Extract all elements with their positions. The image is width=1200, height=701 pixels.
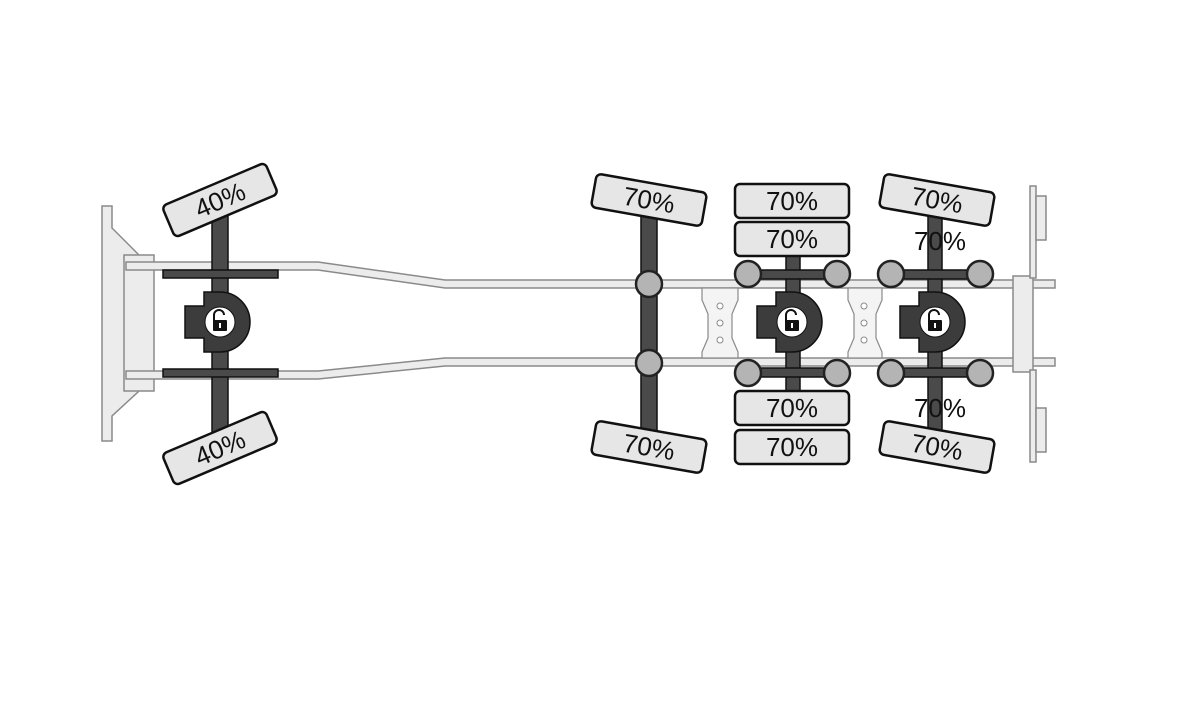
axle-4-tire-right-inner-label: 70% xyxy=(914,393,966,423)
axle-2-hub-top xyxy=(634,269,664,299)
axle-1-lock-icon xyxy=(204,306,236,338)
axle-3-tire-right-inner: 70% xyxy=(733,389,851,427)
cross-member-hole xyxy=(860,336,868,344)
axle-2-hub-bottom xyxy=(634,348,664,378)
axle-4-lock-icon xyxy=(919,306,951,338)
axle-3-tire-left-outer: 70% xyxy=(733,182,851,220)
chassis-frame xyxy=(101,185,1056,463)
axle-3-hub-bottom-right xyxy=(822,358,852,388)
tire-load-label: 70% xyxy=(766,224,818,254)
rear-bumper-bottom xyxy=(1029,369,1037,463)
tire-load-label: 70% xyxy=(766,186,818,216)
axle-3-hub-top-left xyxy=(733,259,763,289)
axle-3-hub-bottom-left xyxy=(733,358,763,388)
axle-4: 70% 70% 70% 70% xyxy=(876,173,996,474)
cross-member-hole xyxy=(860,319,868,327)
axle-1-spring-bottom xyxy=(162,368,279,378)
axle-2-shaft xyxy=(640,209,658,441)
axle-4-hub-bottom-right xyxy=(965,358,995,388)
cross-member-hole xyxy=(716,336,724,344)
cross-member-hole xyxy=(716,319,724,327)
cross-member-hole xyxy=(716,302,724,310)
axle-3-tire-right-outer: 70% xyxy=(733,428,851,466)
axle-4-hub-top-right xyxy=(965,259,995,289)
axle-4-tire-left-inner-label: 70% xyxy=(914,226,966,256)
front-bumper-plate xyxy=(123,254,155,392)
tire-load-label: 70% xyxy=(766,432,818,462)
tire-load-label: 70% xyxy=(766,393,818,423)
axle-3-lock-icon xyxy=(776,306,808,338)
axle-3: 70% 70% 70% 70% xyxy=(733,182,852,466)
axle-2-tire-left-outer: 70% xyxy=(590,173,708,227)
axle-3-hub-top-right xyxy=(822,259,852,289)
axle-2-tire-right-outer: 70% xyxy=(590,420,708,474)
cross-member-hole xyxy=(860,302,868,310)
rear-end-plate xyxy=(1012,275,1034,373)
axle-2: 70% 70% xyxy=(590,173,708,474)
axle-1: 40% 40% xyxy=(162,162,279,486)
frame-rail-bottom xyxy=(125,357,1056,380)
axle-1-spring-top xyxy=(162,269,279,279)
rear-bumper-bottom-bracket xyxy=(1035,407,1047,453)
axle-4-hub-top-left xyxy=(876,259,906,289)
axle-4-hub-bottom-left xyxy=(876,358,906,388)
axle-4-tire-left-outer: 70% xyxy=(878,173,996,227)
axle-3-tire-left-inner: 70% xyxy=(733,220,851,258)
axle-4-tire-right-outer: 70% xyxy=(878,420,996,474)
rear-bumper-top xyxy=(1029,185,1037,279)
rear-bumper-top-bracket xyxy=(1035,195,1047,241)
